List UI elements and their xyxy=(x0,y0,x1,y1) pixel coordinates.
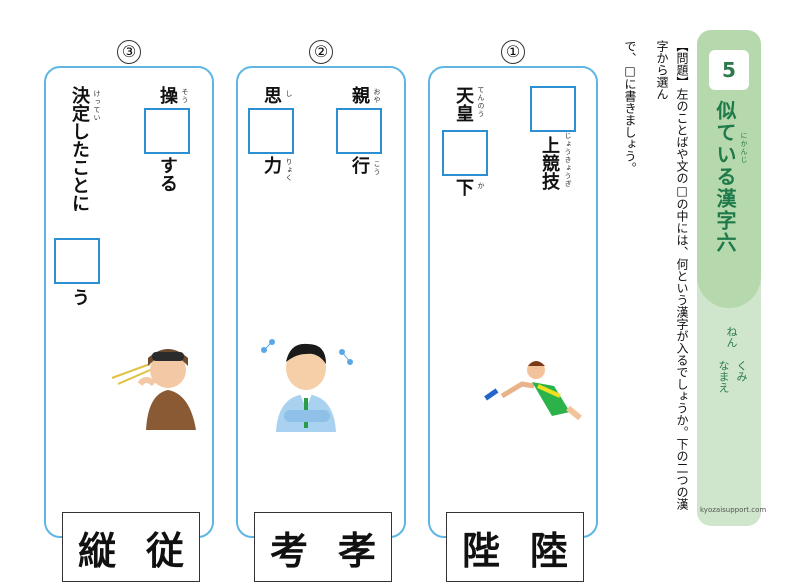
choice-1a: 陛 xyxy=(461,528,500,573)
phrase-3b-top: 決定したことに xyxy=(69,86,90,212)
choices-1: 陛 陸 xyxy=(446,512,584,582)
ruby-1a: じょうきょうぎ xyxy=(564,132,572,188)
phrase-3a-top: 操 xyxy=(157,86,178,104)
phrase-3a-bottom: する xyxy=(157,156,178,192)
ruby-3b-top: けってい xyxy=(93,90,101,122)
phrase-1b-bottom: 下 xyxy=(453,178,474,196)
ruby-3a-top: そう xyxy=(181,88,189,104)
choice-3a: 縦 xyxy=(77,528,116,573)
ruby-2a-top: おや xyxy=(373,88,381,104)
question-card-1: 上競技 じょうきょうぎ 天皇 てんのう 下 か 陛 陸 xyxy=(428,66,598,582)
phrase-1b-top: 天皇 xyxy=(453,86,474,122)
card-2-number: ② xyxy=(309,40,333,64)
pilot-illustration xyxy=(111,349,196,430)
title-ruby: にかんじ xyxy=(740,132,748,164)
question-card-2: 親 おや 行 こう 思 し 力 りょく 考 孝 xyxy=(236,66,406,582)
phrase-2a-top: 親 xyxy=(349,86,370,104)
phrase-2a-bottom: 行 xyxy=(349,156,370,174)
card-3-number: ③ xyxy=(117,40,141,64)
thinking-man-illustration xyxy=(261,339,353,432)
answer-box-1b[interactable] xyxy=(442,130,488,176)
question-line-2: で、□に書きましょう。 xyxy=(623,40,637,174)
ruby-2b-bottom: りょく xyxy=(285,158,293,182)
choice-1b: 陸 xyxy=(529,528,568,573)
ruby-1b-top: てんのう xyxy=(477,86,485,118)
question-line-1: 【問題】左のことばや文の□の中には、何という漢字が入るでしょうか。下の二つの漢字… xyxy=(655,40,689,510)
class-label: くみ xyxy=(735,360,748,382)
choices-2: 考 孝 xyxy=(254,512,392,582)
grade-label: ねん xyxy=(725,326,738,348)
ruby-2a-bottom: こう xyxy=(373,160,381,176)
name-label: なまえ xyxy=(717,360,730,393)
card-1-number: ① xyxy=(501,40,525,64)
worksheet-title: 似ている漢字六 xyxy=(713,100,737,254)
choices-3: 縦 従 xyxy=(62,512,200,582)
question-card-3: 操 そう する 決定したことに けってい う 縦 従 xyxy=(44,66,214,582)
answer-box-3b[interactable] xyxy=(54,238,100,284)
answer-box-2a[interactable] xyxy=(336,108,382,154)
phrase-3b-bottom: う xyxy=(69,288,90,306)
sheet-number: 5 xyxy=(709,50,749,90)
choice-2b: 孝 xyxy=(337,528,376,573)
answer-box-1a[interactable] xyxy=(530,86,576,132)
answer-box-2b[interactable] xyxy=(248,108,294,154)
phrase-2b-bottom: 力 xyxy=(261,156,282,174)
phrase-2b-top: 思 xyxy=(261,86,282,104)
choice-3b: 従 xyxy=(145,528,184,573)
phrase-1a: 上競技 xyxy=(539,136,560,190)
ruby-1b-bottom: か xyxy=(477,182,485,190)
answer-box-3a[interactable] xyxy=(144,108,190,154)
choice-2a: 考 xyxy=(269,528,308,573)
ruby-2b-top: し xyxy=(285,90,293,98)
runner-illustration xyxy=(484,361,582,421)
title-panel: 5 似ている漢字六 にかんじ ねん くみ なまえ xyxy=(697,30,761,526)
site-url: kyozaisupport.com xyxy=(700,506,767,514)
